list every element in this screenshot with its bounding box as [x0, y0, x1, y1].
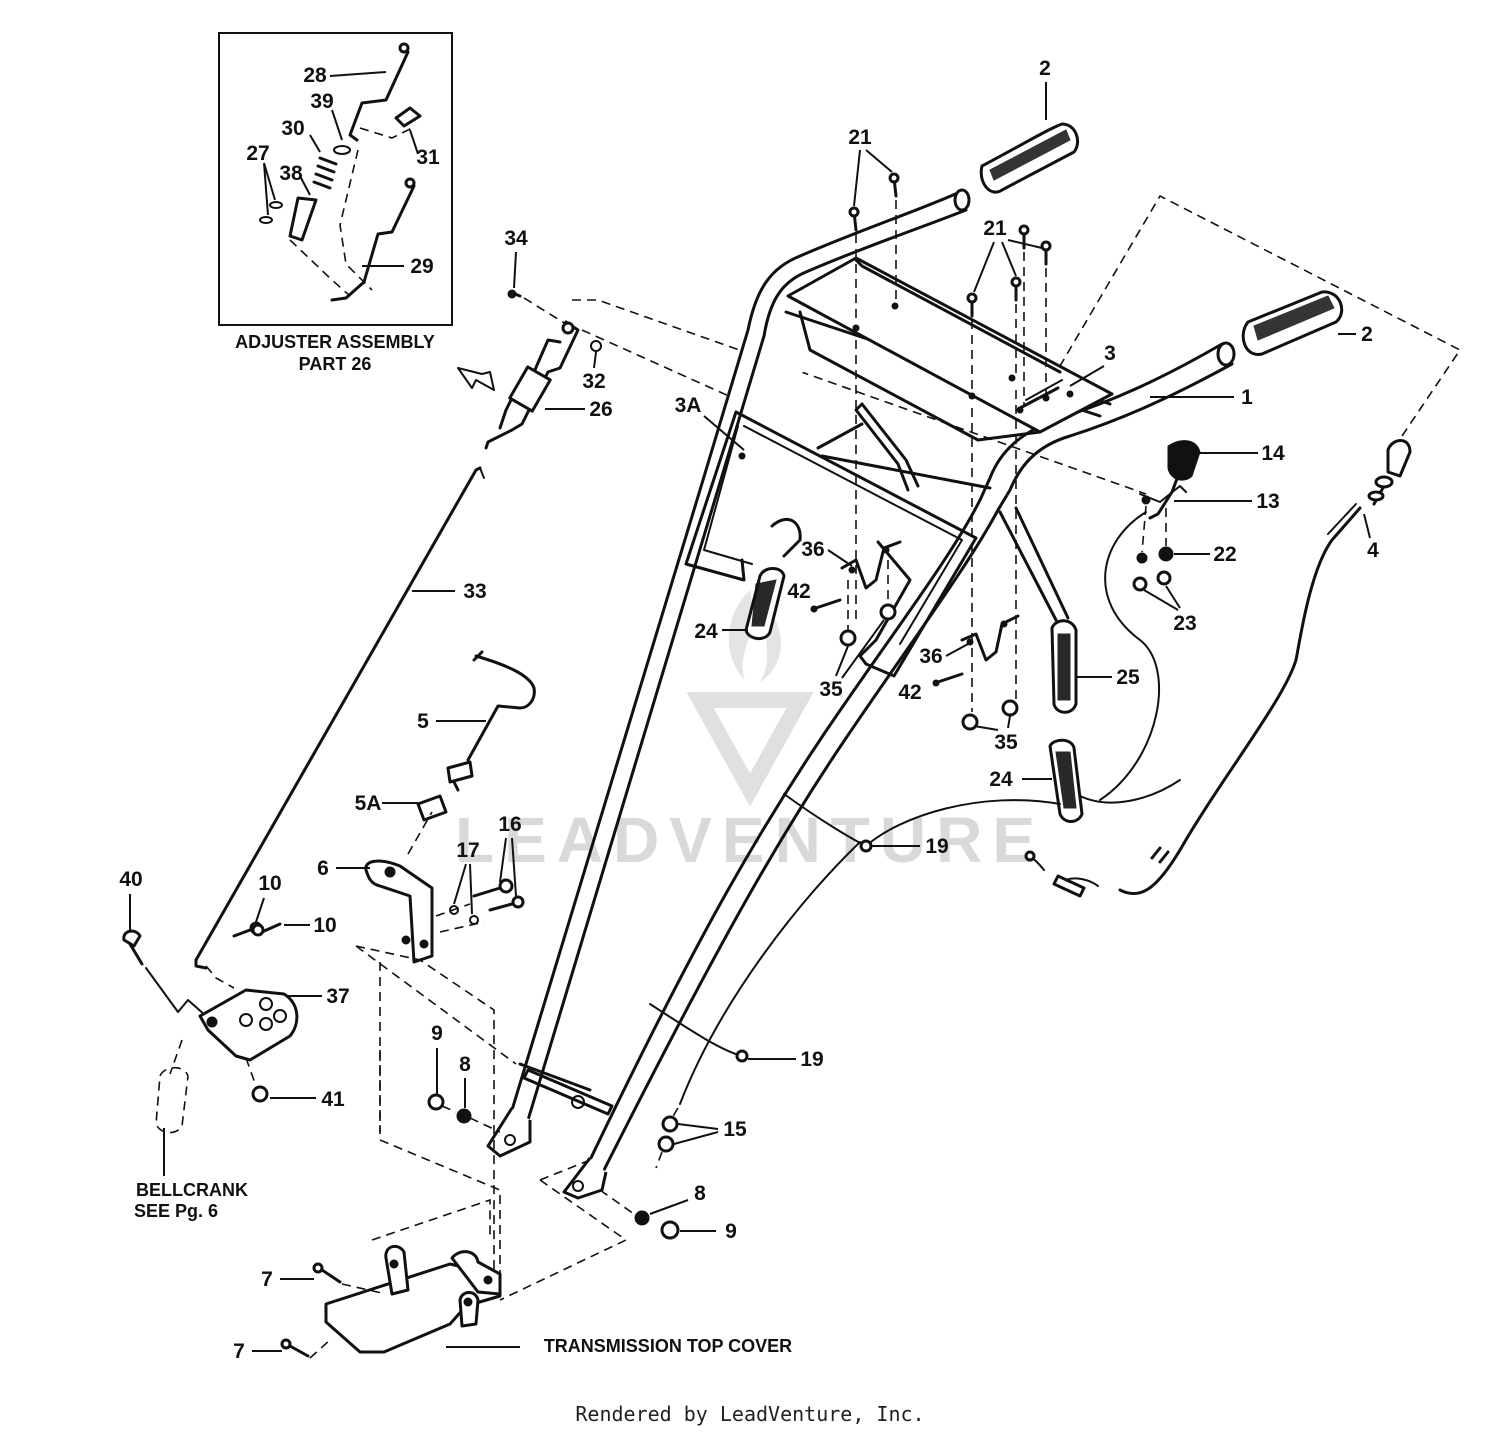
callout-31: 31	[416, 146, 440, 169]
callout-42a: 42	[787, 580, 810, 603]
grip-left	[979, 122, 1079, 194]
callout-8b: 8	[694, 1182, 706, 1205]
callout-32: 32	[582, 370, 605, 393]
callout-5A: 5A	[355, 792, 382, 815]
callout-7a: 7	[261, 1268, 273, 1291]
callout-7b: 7	[233, 1340, 245, 1363]
callout-19a: 19	[925, 835, 948, 858]
callout-2a: 2	[1039, 57, 1051, 80]
callout-10a: 10	[258, 872, 281, 895]
grip-right	[1241, 290, 1344, 356]
inset-title-line2: PART 26	[299, 354, 372, 374]
callout-30: 30	[281, 117, 304, 140]
callout-21b: 21	[983, 217, 1007, 240]
callout-37: 37	[326, 985, 349, 1008]
console	[684, 256, 1114, 678]
transmission-top-cover	[280, 945, 680, 1359]
throttle-control	[1024, 194, 1462, 898]
callout-33: 33	[463, 580, 486, 603]
footer-credit: Rendered by LeadVenture, Inc.	[575, 1402, 925, 1426]
callout-3: 3	[1104, 342, 1116, 365]
callout-39: 39	[310, 90, 333, 113]
callout-36b: 36	[919, 645, 942, 668]
callout-3A: 3A	[675, 394, 702, 417]
callout-26: 26	[589, 398, 612, 421]
callout-19b: 19	[800, 1048, 823, 1071]
callout-23: 23	[1173, 612, 1196, 635]
callout-14: 14	[1261, 442, 1285, 465]
transmission-label: TRANSMISSION TOP COVER	[544, 1336, 792, 1356]
callout-9b: 9	[725, 1220, 737, 1243]
callout-5: 5	[417, 710, 429, 733]
callout-6: 6	[317, 857, 329, 880]
callout-29: 29	[410, 255, 433, 278]
callout-15: 15	[723, 1118, 747, 1141]
inset-title-line1: ADJUSTER ASSEMBLY	[235, 332, 435, 352]
watermark: LEADVENTURE	[455, 590, 1045, 876]
callout-9a: 9	[431, 1022, 443, 1045]
bellcrank-label-line1: BELLCRANK	[136, 1180, 248, 1200]
adjuster-linkage	[194, 289, 1147, 970]
callout-41: 41	[321, 1088, 345, 1111]
callout-16: 16	[498, 813, 521, 836]
callout-4: 4	[1367, 539, 1379, 562]
callout-40: 40	[119, 868, 142, 891]
bellcrank-label-line2: SEE Pg. 6	[134, 1201, 218, 1221]
callout-38: 38	[279, 162, 303, 185]
inset-pointer-arrow-icon	[457, 367, 495, 391]
callout-8a: 8	[459, 1053, 471, 1076]
callout-25: 25	[1116, 666, 1140, 689]
callout-22: 22	[1213, 543, 1236, 566]
callout-24b: 24	[989, 768, 1013, 791]
callout-21a: 21	[848, 126, 872, 149]
callout-24a: 24	[694, 620, 718, 643]
levers	[649, 506, 1181, 1105]
callout-36a: 36	[801, 538, 824, 561]
watermark-text: LEADVENTURE	[455, 804, 1045, 876]
handle-frame	[486, 188, 1236, 1200]
shift-linkage	[364, 650, 536, 964]
bellcrank-linkage	[122, 921, 299, 1134]
callout-28: 28	[303, 64, 327, 87]
callout-35a: 35	[819, 678, 843, 701]
adjuster-assembly-inset: 28 39 30 27 38 31 29	[218, 32, 453, 326]
callout-13: 13	[1256, 490, 1279, 513]
callout-10b: 10	[313, 914, 336, 937]
callout-35b: 35	[994, 731, 1018, 754]
callout-34: 34	[504, 227, 528, 250]
callout-1: 1	[1241, 386, 1253, 409]
callout-2b: 2	[1361, 323, 1373, 346]
callout-17: 17	[456, 839, 479, 862]
callout-42b: 42	[898, 681, 921, 704]
callout-27: 27	[246, 142, 269, 165]
